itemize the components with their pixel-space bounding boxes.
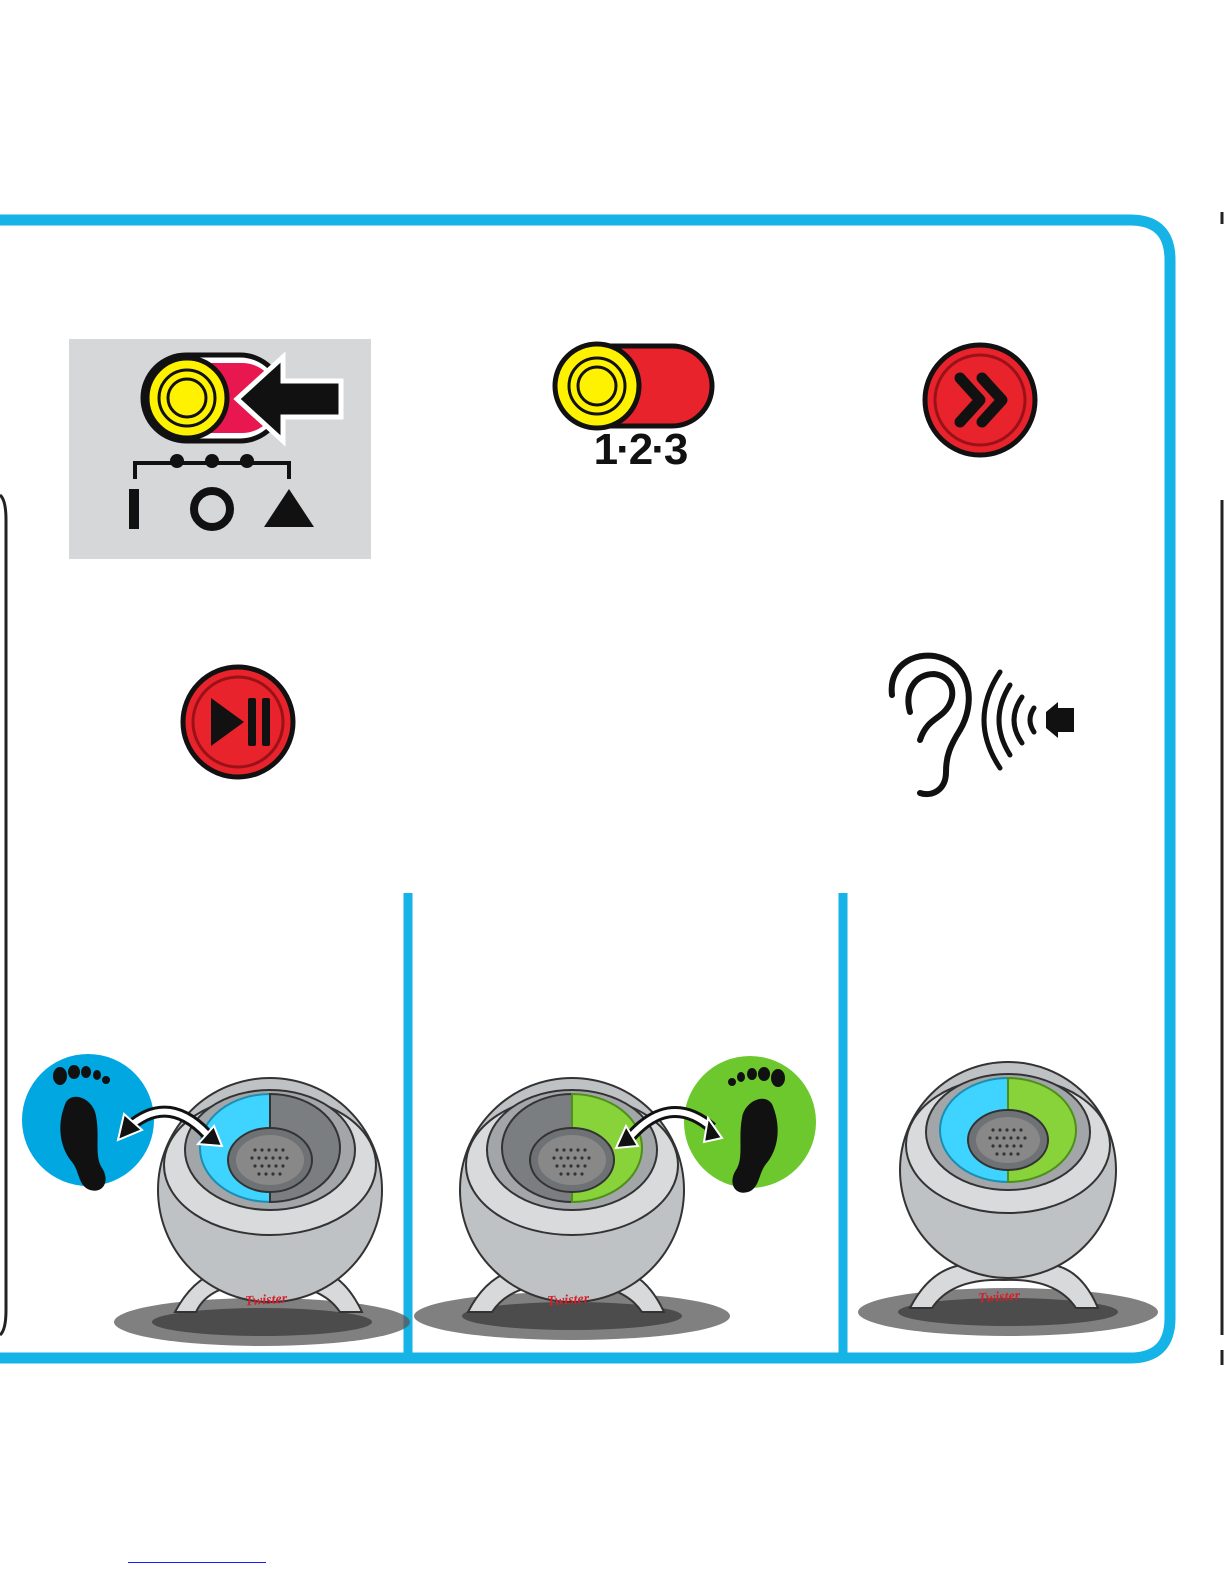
position-on-icon (129, 489, 139, 529)
slider-knob-icon (147, 358, 227, 438)
mode-switch-panel (69, 339, 371, 559)
page-link-underline[interactable] (128, 1562, 266, 1563)
spinner-brand-label: Twister (244, 1292, 287, 1311)
player-count-label: 1·2·3 (580, 428, 700, 472)
spinner-unit-blue (0, 1050, 405, 1355)
spinner-unit-both (848, 1050, 1166, 1355)
skip-forward-button-icon[interactable] (920, 340, 1040, 460)
play-pause-button-icon[interactable] (178, 662, 298, 782)
position-off-icon (194, 491, 230, 527)
players-switch: 1·2·3 (550, 340, 720, 480)
position-triangle-icon (264, 489, 314, 527)
spinner-panel-middle: Twister (412, 1050, 840, 1355)
spinner-brand-label: Twister (977, 1289, 1020, 1308)
position-dots-icon (135, 454, 289, 479)
spinner-panel-left: Twister (0, 1050, 405, 1355)
power-mode-switch-icon (69, 339, 371, 559)
spinner-panel-right: Twister (848, 1050, 1166, 1355)
spinner-brand-label: Twister (546, 1292, 589, 1311)
spinner-unit-green (412, 1050, 840, 1355)
ear-speaker-listen-icon (880, 650, 1080, 800)
